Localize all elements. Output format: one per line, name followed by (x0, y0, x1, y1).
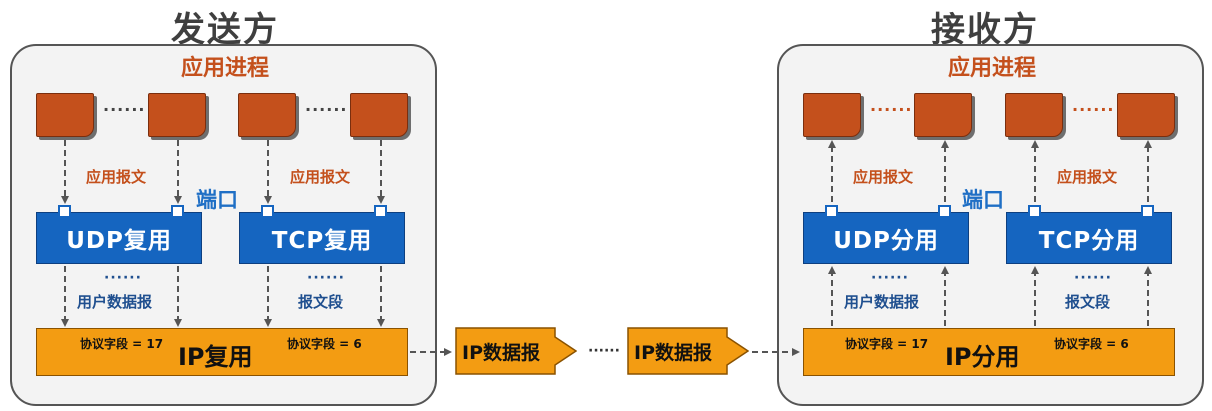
sender-udp-msg-label: 应用报文 (86, 168, 147, 186)
datagram-label-2: IP数据报 (634, 342, 712, 364)
datagram-arrow-2 (627, 327, 749, 375)
receiver-tcp-protocol-field: 协议字段 = 6 (1054, 337, 1129, 351)
receiver-ip-demux-bar (803, 328, 1175, 376)
sender-tcp-segment-label: 报文段 (298, 293, 344, 311)
receiver-udp-msg-label: 应用报文 (853, 168, 914, 186)
sender-tcp-app-ellipsis: ······ (305, 100, 348, 119)
receiver-tcp-demux-label: TCP分用 (1038, 228, 1140, 254)
receiver-port-label: 端口 (962, 188, 1004, 212)
receiver-udp-demux-box: UDP分用 (803, 212, 969, 264)
sender-udp-datagram-label: 用户数据报 (77, 293, 153, 311)
sender-ip-mux-bar (36, 328, 408, 376)
datagram-label-1: IP数据报 (462, 342, 540, 364)
receiver-title: 接收方 (931, 10, 1039, 50)
sender-tcp-port-2 (374, 205, 387, 218)
sender-udp-port-2 (171, 205, 184, 218)
receiver-udp-port-1 (825, 205, 838, 218)
sender-tcp-mux-label: TCP复用 (271, 228, 373, 254)
receiver-tcp-port-1 (1028, 205, 1041, 218)
receiver-udp-app-ellipsis: ······ (870, 100, 913, 119)
sender-tcp-port-1 (261, 205, 274, 218)
sender-udp-app-doc-2 (148, 93, 206, 137)
receiver-tcp-app-doc-1 (1005, 93, 1063, 137)
sender-udp-port-1 (58, 205, 71, 218)
transit-ellipsis: ······ (588, 343, 620, 359)
receiver-tcp-demux-box: TCP分用 (1006, 212, 1172, 264)
sender-ip-mux-label: IP复用 (178, 343, 253, 371)
sender-port-label: 端口 (196, 188, 238, 212)
sender-udp-protocol-field: 协议字段 = 17 (80, 337, 164, 351)
receiver-udp-protocol-field: 协议字段 = 17 (845, 337, 929, 351)
sender-process-title: 应用进程 (180, 56, 269, 81)
sender-tcp-app-doc-1 (238, 93, 296, 137)
receiver-udp-demux-label: UDP分用 (833, 228, 939, 254)
sender-tcp-app-doc-2 (350, 93, 408, 137)
sender-udp-mux-label: UDP复用 (66, 228, 172, 254)
receiver-tcp-port-2 (1141, 205, 1154, 218)
sender-tcp-mux-box: TCP复用 (239, 212, 405, 264)
receiver-tcp-app-doc-2 (1117, 93, 1175, 137)
sender-udp-dots: ······ (104, 270, 142, 286)
receiver-udp-app-doc-2 (914, 93, 972, 137)
receiver-tcp-app-ellipsis: ······ (1072, 100, 1115, 119)
receiver-ip-demux-label: IP分用 (945, 343, 1020, 371)
sender-udp-app-ellipsis: ······ (103, 100, 146, 119)
sender-tcp-msg-label: 应用报文 (290, 168, 351, 186)
receiver-tcp-segment-label: 报文段 (1065, 293, 1111, 311)
receiver-udp-app-doc-1 (803, 93, 861, 137)
sender-title: 发送方 (171, 10, 279, 50)
receiver-tcp-dots: ······ (1074, 270, 1112, 286)
receiver-process-title: 应用进程 (947, 56, 1036, 81)
receiver-tcp-msg-label: 应用报文 (1057, 168, 1118, 186)
sender-tcp-dots: ······ (307, 270, 345, 286)
sender-tcp-protocol-field: 协议字段 = 6 (287, 337, 362, 351)
receiver-udp-datagram-label: 用户数据报 (844, 293, 920, 311)
sender-udp-app-doc-1 (36, 93, 94, 137)
sender-udp-mux-box: UDP复用 (36, 212, 202, 264)
receiver-udp-dots: ······ (871, 270, 909, 286)
datagram-arrow-1 (455, 327, 577, 375)
receiver-udp-port-2 (938, 205, 951, 218)
